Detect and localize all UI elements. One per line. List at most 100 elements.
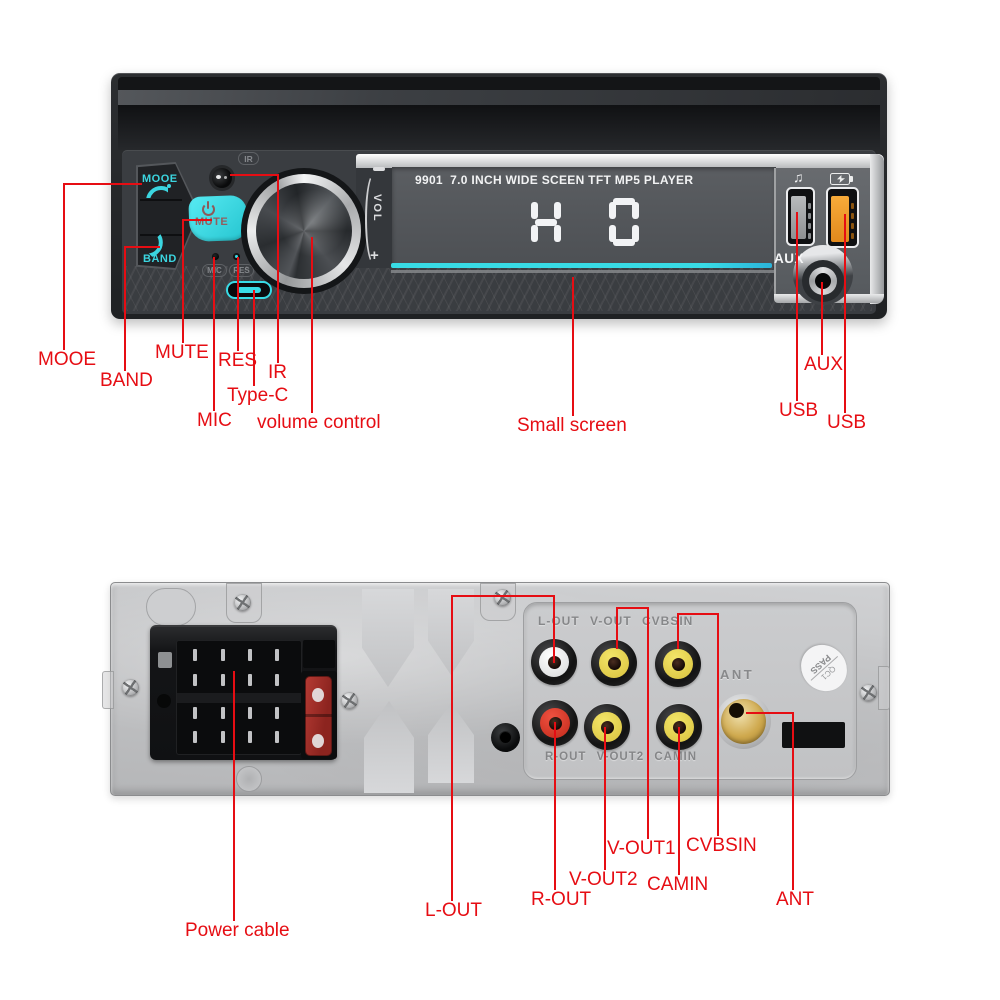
annotation-line-l-out — [451, 595, 453, 901]
rca-panel — [523, 602, 857, 780]
annotation-label-camin: CAMIN — [647, 874, 709, 895]
vol-arc — [365, 173, 383, 265]
usb-pin — [851, 223, 854, 229]
rca-ring-yellow — [663, 649, 693, 679]
segment-display — [531, 198, 639, 246]
usb-pin — [808, 233, 811, 239]
annotation-line-v-out2 — [604, 727, 606, 870]
charge-bolt-icon — [837, 175, 845, 183]
engraved-label-row1: L-OUT V-OUT CVBSIN — [538, 614, 694, 628]
digit-segment — [531, 225, 538, 242]
rca-hole — [607, 656, 621, 670]
annotation-line-l-out — [451, 595, 555, 597]
annotation-label-mooe: MOOE — [38, 349, 97, 370]
aux-port-label: AUX — [774, 251, 805, 266]
annotation-line-cvbsin — [677, 613, 719, 615]
model-text: 9901 7.0 INCH WIDE SCEEN TFT MP5 PLAYER — [415, 173, 694, 187]
screw — [122, 679, 139, 696]
annotation-line-ir — [277, 174, 279, 363]
annotation-label-res: RES — [218, 350, 258, 371]
digit-segment — [632, 225, 639, 242]
connector-pin — [221, 707, 225, 719]
annotation-line-ant — [746, 712, 794, 714]
embossed-slot — [146, 588, 196, 626]
connector-pin — [275, 731, 279, 743]
annotation-line-v-out1 — [616, 607, 649, 609]
annotation-line-v-out1 — [616, 607, 618, 649]
ir-sensor-highlight — [224, 176, 227, 179]
screw — [860, 684, 877, 701]
usb-tongue-orange — [831, 196, 849, 242]
volume-knob — [256, 183, 352, 279]
ant-engraved-label: ANT — [720, 667, 755, 682]
annotation-label-usb-left: USB — [779, 400, 819, 421]
annotation-line-ir — [230, 174, 279, 176]
annotation-line-usb-right — [844, 214, 846, 413]
annotation-line-mooe — [63, 183, 65, 350]
vol-minus-mark — [373, 167, 385, 171]
digit-segment — [632, 202, 639, 219]
connector-pin — [275, 707, 279, 719]
power-icon — [202, 201, 215, 216]
usb-pin — [851, 213, 854, 219]
screw — [341, 692, 358, 709]
vol-label: VOL — [371, 194, 383, 223]
rca-jack-cvbsin — [655, 641, 701, 687]
segment-digit — [531, 198, 561, 246]
battery-tip-icon — [850, 176, 853, 182]
annotation-label-l-out: L-OUT — [425, 900, 482, 921]
rca-hole — [600, 720, 614, 734]
rca-jack-v-out2 — [584, 704, 630, 750]
annotation-label-volume: volume control — [257, 412, 381, 433]
annotation-label-usb-right: USB — [827, 412, 867, 433]
connector-pin — [193, 674, 197, 686]
annotation-label-band: BAND — [100, 370, 153, 391]
annotation-line-volume — [311, 237, 313, 413]
rca-ring-yellow — [592, 712, 622, 742]
connector-hole — [157, 694, 171, 708]
annotation-line-r-out — [554, 722, 556, 890]
engraved-label-row2: R-OUT V-OUT2 CAMIN — [545, 751, 698, 763]
rear-aux-jack-hole — [499, 731, 512, 744]
digit-segment — [554, 202, 561, 219]
embossed-notch — [236, 766, 262, 792]
annotation-line-usb-left — [796, 212, 798, 401]
display-bezel — [356, 154, 884, 168]
res-badge: RES — [229, 264, 254, 277]
connector-pin — [248, 707, 252, 719]
usb-pin — [851, 203, 854, 209]
annotation-label-ir: IR — [268, 362, 287, 383]
button-divider — [140, 199, 182, 201]
digit-segment — [531, 202, 538, 219]
usb-pin — [808, 213, 811, 219]
annotation-label-ant: ANT — [776, 889, 814, 910]
usb-pin — [808, 203, 811, 209]
vol-plus-mark: + — [370, 247, 379, 264]
annotation-line-mute — [182, 219, 184, 343]
phone-dot-icon — [167, 184, 171, 188]
annotation-label-v-out2: V-OUT2 — [569, 869, 638, 890]
connector-pin — [275, 649, 279, 661]
side-tab — [878, 666, 890, 710]
annotation-line-res — [237, 257, 239, 351]
connector-divider — [177, 693, 301, 703]
connector-pin — [248, 674, 252, 686]
display-lower-edge — [391, 270, 774, 273]
annotation-line-type-c — [253, 290, 255, 386]
annotation-label-power: Power cable — [185, 920, 290, 941]
front-top-sheen — [118, 90, 880, 105]
connector-pin — [221, 674, 225, 686]
annotation-line-v-out1 — [647, 607, 649, 839]
ir-badge: IR — [238, 152, 259, 165]
annotation-line-mic — [213, 257, 215, 411]
phone-handset-icon — [146, 186, 168, 198]
screw — [234, 594, 251, 611]
connector-pin — [248, 731, 252, 743]
annotation-line-cvbsin — [717, 613, 719, 836]
side-tab — [102, 671, 114, 709]
annotation-label-screen: Small screen — [517, 415, 627, 436]
annotation-label-r-out: R-OUT — [531, 889, 592, 910]
antenna-connector-hole — [729, 703, 744, 718]
rca-ring-yellow — [599, 648, 629, 678]
